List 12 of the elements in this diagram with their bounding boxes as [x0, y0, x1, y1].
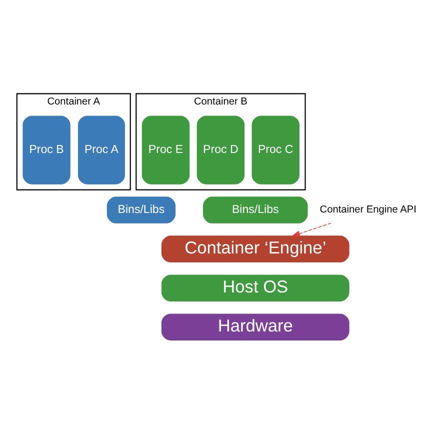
node-box: Proc E: [142, 116, 190, 184]
node-box: Container ‘Engine’: [161, 236, 350, 262]
node-box: Host OS: [161, 274, 350, 302]
node-box: Proc B: [22, 116, 70, 184]
node-text: Container Engine API: [320, 204, 416, 216]
node-box: Proc A: [78, 116, 125, 184]
node-box: Bins/Libs: [203, 196, 308, 224]
node-box: Proc D: [196, 116, 245, 184]
node-box: Proc C: [252, 116, 300, 184]
node-box: Hardware: [161, 314, 350, 340]
node-box: Bins/Libs: [106, 196, 176, 224]
arrow: [291, 222, 332, 236]
